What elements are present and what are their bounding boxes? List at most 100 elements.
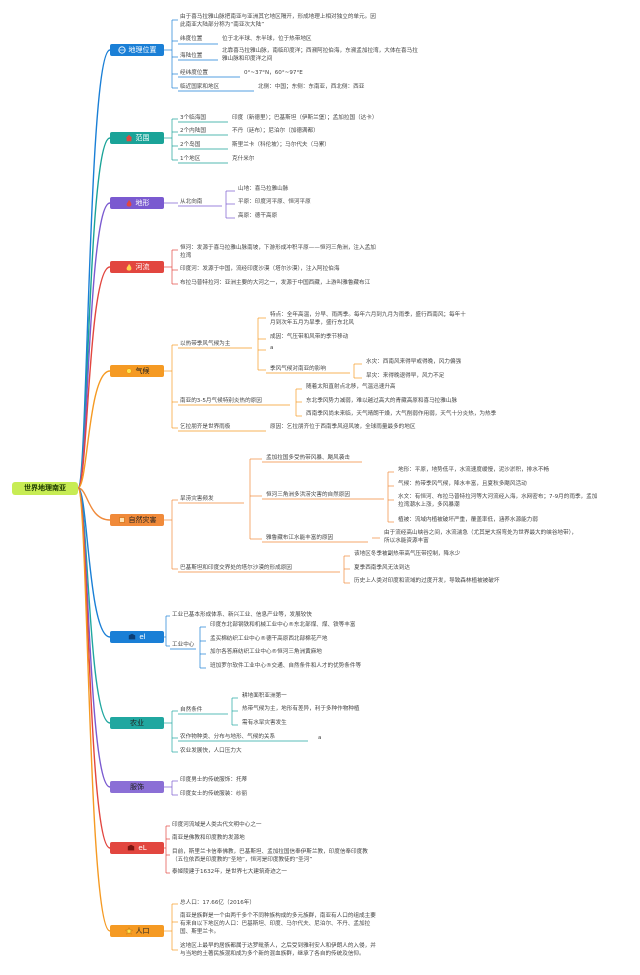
river-brahmaputra: 布拉马普特拉河：亚洲主要的大河之一，发源于中国西藏，上游叫雅鲁藏布江 [180, 280, 371, 286]
industry-center-1: 印度东北部钢铁和机械工业中心®东北部煤、煤、铁等丰富 [210, 622, 356, 628]
branch-label: 范围 [135, 134, 150, 142]
climate-impact: 季风气候对南亚的影响 [270, 366, 326, 372]
bangladesh-storms: 孟加拉国多受热带风暴、飓风袭击 [266, 455, 350, 461]
location-intro-1: 由于喜马拉雅山脉把南亚与亚洲其它地区隔开，形成地理上相对独立的单元。因 [180, 14, 376, 20]
branch-terrain[interactable]: 地形 [110, 197, 164, 209]
thar-reason-2: 夏季西南季风无法到达 [354, 565, 410, 571]
extent-row-2-value: 不丹（廷布）；尼泊尔（加德满都） [232, 128, 319, 134]
longitude-label: 经纬度位置 [180, 70, 208, 76]
climate-monsoon: 以热带季风气候为主 [180, 341, 231, 347]
industry-center-3: 加尔各答麻纺织工业中心®恒河三角洲黄麻地 [210, 649, 322, 655]
climate-hot-season: 南亚的3-5月气候特别炎热的原因 [180, 398, 262, 404]
branch-disasters[interactable]: 自然灾害 [110, 514, 164, 526]
extent-row-2-label: 2个内陆国 [180, 128, 206, 134]
sun-icon [125, 368, 132, 374]
branch-label: 自然灾害 [128, 516, 157, 524]
climate-cause: 成因：气压带和风带的季节移动 [270, 334, 349, 340]
hot-reason-2: 东北季风势力减弱，难以越过高大的青藏高原和喜马拉雅山脉 [306, 398, 458, 404]
neighbors-value: 北侧：中国；东侧：东南亚，西北侧：西亚 [258, 84, 365, 90]
culture-3a: 目前，斯里兰卡信奉佛教，巴基斯坦、孟加拉国信奉伊斯兰教，印度信奉印度教 [172, 849, 368, 855]
population-ethnic-2: 有来自以下地区的人口：巴基斯坦、印度、马尔代夫、尼泊尔、不丹、孟加拉 [180, 921, 371, 927]
star-icon [124, 927, 133, 935]
branch-clothing[interactable]: 服饰 [110, 781, 164, 793]
branch-label: 服饰 [130, 783, 144, 791]
hot-reason-3: 西南季风尚未来临，天气晴朗干燥，大气削弱作用弱，天气十分炎热，为热季 [306, 411, 497, 417]
branch-label: el [139, 633, 146, 641]
latitude-label: 纬度位置 [180, 36, 203, 42]
thar-reason-1: 该地区冬季被副热带高气压带控制，降水少 [354, 551, 461, 557]
clothing-men: 印度男士的传统服饰：托蒂 [180, 777, 248, 783]
river-indus: 印度河：发源于中国，流经印度沙漠（塔尔沙漠），注入阿拉伯海 [180, 266, 340, 272]
terrain-sub: 从北向南 [180, 199, 203, 205]
branch-extent[interactable]: 范围 [110, 132, 164, 144]
culture-1: 印度河流域是人类古代文明中心之一 [172, 822, 262, 828]
culture-3b: （五位依西是印度教的“圣地”，恒河是印度教徒的“圣河” [172, 857, 313, 863]
industry-centers: 工业中心 [172, 642, 195, 648]
branch-industry[interactable]: el [110, 631, 164, 643]
terrain-mountain: 山地：喜马拉雅山脉 [238, 186, 289, 192]
climate-flood: 水灾：西南风来得早或得晚，风力偏强 [366, 359, 462, 365]
extent-row-4-label: 1个地区 [180, 156, 201, 162]
branch-culture[interactable]: eL [110, 842, 164, 854]
extent-row-1-value: 印度（新德里）；巴基斯坦（伊斯兰堡）；孟加拉国（达卡） [232, 115, 378, 121]
extent-row-1-label: 3个临海国 [180, 115, 206, 121]
industry-system: 工业已基本形成体系、新兴工业、信息产业等，发展较快 [172, 612, 312, 618]
climate-feature-2: 月到次年五月为旱季，盛行东北风 [270, 320, 354, 326]
branch-label: 气候 [135, 367, 150, 375]
agri-crops: 农作物种类、分布与地形、气候的关系 [180, 734, 276, 740]
square-icon [118, 517, 125, 523]
industry-center-2: 孟买棉纺织工业中心®德干高原西北部棉花产地 [210, 636, 328, 642]
thar-desert: 巴基斯坦和印度交界处的塔尔沙漠的形成原因 [180, 565, 292, 571]
branch-climate[interactable]: 气候 [110, 365, 164, 377]
climate-feature-1: 特点：全年高温，分早、雨两季。每年六月到九月为雨季，盛行西南风；每年十 [270, 312, 466, 318]
branch-label: 地理位置 [128, 46, 157, 54]
population-total: 总人口：17.66亿（2016年） [180, 900, 255, 906]
branch-label: 地形 [135, 199, 150, 207]
branch-label: eL [138, 844, 147, 852]
flood-drought: 旱涝灾害频发 [180, 496, 214, 502]
river-ganges-2: 拉湾 [180, 253, 192, 259]
extent-row-4-value: 克什米尔 [232, 156, 255, 162]
fire-icon [126, 263, 131, 271]
river-ganges-1: 恒河：发源于喜马拉雅山脉南坡，下游形成冲积平原——恒河三角洲，注入孟加 [180, 245, 376, 251]
climate-drought: 旱灾：来得晚退得早，风力不足 [366, 373, 445, 379]
branch-location[interactable]: 地理位置 [110, 44, 164, 56]
globe-icon [117, 46, 126, 54]
rain-pole-reason: 原因：乞拉朋齐位于西南季风迎风坡，全球雨量最多的地区 [270, 424, 416, 430]
cause-vegetation: 植被：流域内植被破坏严重，覆盖率低，涵养水源能力弱 [398, 517, 538, 523]
climate-mark: a [270, 345, 274, 351]
agri-pressure: 农业发展快，人口压力大 [180, 748, 242, 754]
sea-land-value-1: 北靠喜马拉雅山脉，南临印度洋；西濒阿拉伯海，东濒孟加拉湾，大体在喜马拉 [222, 48, 418, 54]
location-intro-2: 此南亚大陆部分称为“南亚次大陆” [180, 22, 265, 28]
agri-mark: a [318, 735, 322, 741]
agri-condition-3: 需有水旱灾害发生 [242, 720, 287, 726]
rain-pole: 乞拉朋齐是世界雨极 [180, 424, 231, 430]
branch-rivers[interactable]: 河流 [110, 261, 164, 273]
sea-land-label: 海陆位置 [180, 53, 203, 59]
branch-label: 农业 [130, 719, 144, 727]
cause-hydrology-1: 水文：有恒河、布拉马普特拉河等大河流经入海，水网密布；7-9月的雨季，孟加 [398, 494, 598, 500]
tag-icon [129, 633, 136, 640]
agri-condition-1: 耕地面积亚洲第一 [242, 693, 287, 699]
culture-2: 南亚是佛教和印度教的发源地 [172, 835, 245, 841]
extent-row-3-value: 斯里兰卡（科伦坡）；马尔代夫（马累） [232, 142, 330, 148]
branch-agriculture[interactable]: 农业 [110, 717, 164, 729]
terrain-plateau: 高原：德干高原 [238, 213, 278, 219]
branch-label: 人口 [135, 927, 150, 935]
clothing-women: 印度女士的传统服装：纱丽 [180, 791, 248, 797]
population-ethnic-3: 国、斯里兰卡。 [180, 929, 220, 935]
hot-reason-1: 随着太阳直射点北移，气温迅速升高 [306, 384, 396, 390]
root-node[interactable]: 世界地理南亚 [12, 482, 78, 495]
neighbors-label: 临近国家和地区 [180, 84, 220, 90]
branch-population[interactable]: 人口 [110, 925, 164, 937]
thar-reason-3: 历史上人类对印度和流域的过度开发，导致森林植被被破坏 [354, 578, 500, 584]
cause-hydrology-2: 拉湾潮水上涨，多风暴潮 [398, 502, 460, 508]
ganges-delta-causes: 恒河三角洲多洪涝灾害的自然原因 [266, 492, 350, 498]
agri-condition-2: 热带气候为主，地形有差异，利于多种作物种植 [242, 706, 360, 712]
longitude-value: 0°~37°N，60°~97°E [244, 70, 303, 76]
cause-climate: 气候：热带季风气候，降水丰富，且夏秋多飓风活动 [398, 481, 527, 487]
latitude-value: 位于北半球、东半球，位于热带地区 [222, 36, 312, 42]
culture-4: 泰姬陵建于1632年，是世界七大建筑奇迹之一 [172, 869, 287, 875]
fire-icon [126, 199, 131, 207]
